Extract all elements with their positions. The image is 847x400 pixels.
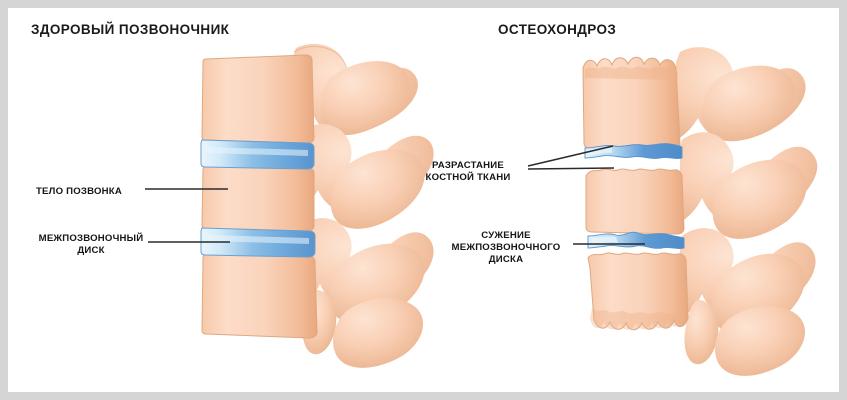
- label-bone-growth: РАЗРАСТАНИЕ КОСТНОЙ ТКАНИ: [404, 160, 532, 184]
- diseased-posterior-elements: [676, 47, 818, 376]
- label-vertebral-body: ТЕЛО ПОЗВОНКА: [36, 186, 122, 197]
- healthy-discs: [200, 139, 316, 258]
- osteochondrosis-spine-group: [582, 47, 818, 376]
- leader-bone-growth-lower: [527, 167, 615, 170]
- label-intervertebral-disc-line2: ДИСК: [77, 245, 105, 256]
- diseased-discs: [584, 143, 685, 250]
- healthy-posterior-elements: [292, 43, 434, 368]
- label-intervertebral-disc-line1: МЕЖПОЗВОНОЧНЫЙ: [38, 233, 144, 244]
- label-bone-growth-line2: КОСТНОЙ ТКАНИ: [425, 172, 511, 183]
- label-disc-narrowing-line1: СУЖЕНИЕ: [481, 230, 531, 241]
- label-disc-narrowing: СУЖЕНИЕ МЕЖПОЗВОНОЧНОГО ДИСКА: [426, 230, 586, 266]
- illustration-canvas: ЗДОРОВЫЙ ПОЗВОНОЧНИК ОСТЕОХОНДРОЗ ТЕЛО П…: [8, 8, 839, 392]
- healthy-spine-group: [200, 43, 434, 368]
- diseased-vertebral-bodies: [582, 56, 689, 331]
- panel-title-healthy: ЗДОРОВЫЙ ПОЗВОНОЧНИК: [31, 22, 230, 37]
- label-disc-narrowing-line2: МЕЖПОЗВОНОЧНОГО: [451, 242, 561, 253]
- label-disc-narrowing-line3: ДИСКА: [488, 254, 524, 265]
- spine-illustration: [145, 43, 818, 376]
- label-intervertebral-disc: МЕЖПОЗВОНОЧНЫЙ ДИСК: [26, 233, 156, 257]
- panel-title-osteochondrosis: ОСТЕОХОНДРОЗ: [498, 22, 617, 37]
- leader-bone-growth-upper: [527, 145, 614, 167]
- healthy-vertebral-bodies: [201, 54, 318, 339]
- label-bone-growth-line1: РАЗРАСТАНИЕ: [431, 160, 505, 171]
